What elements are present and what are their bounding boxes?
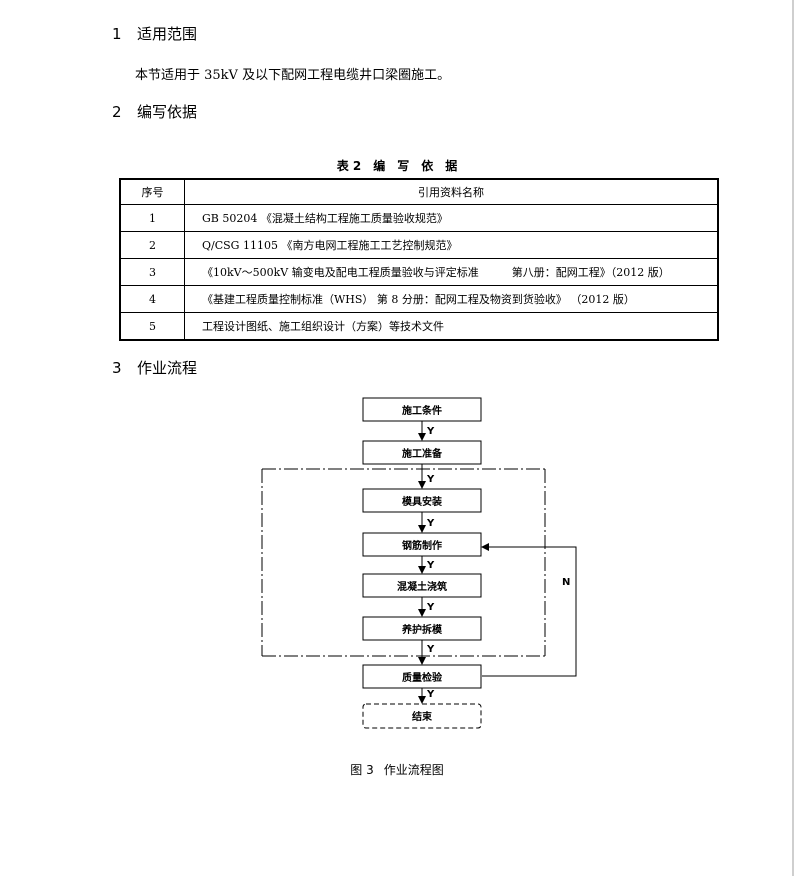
page-edge [792,0,794,876]
yes-label: Y [426,689,435,700]
node-label: 模具安装 [402,495,442,508]
node-label: 施工条件 [402,404,442,417]
flow-node-preparation: 施工准备 [362,440,482,465]
yes-label: Y [426,474,435,485]
loop-frame [261,468,546,657]
table-row: 1 GB 50204 《混凝土结构工程施工质量验收规范》 [119,204,719,232]
figure-title: 作业流程图 [383,763,444,777]
section-title: 适用范围 [137,25,198,43]
node-label: 混凝土浇筑 [397,580,447,593]
table-row: 2 Q/CSG 11105 《南方电网工程施工工艺控制规范》 [119,231,719,259]
node-label: 钢筋制作 [402,539,442,552]
figure-caption: 图 3 作业流程图 [0,761,794,778]
reference-table: 序号 引用资料名称 1 GB 50204 《混凝土结构工程施工质量验收规范》 2… [119,178,719,341]
yes-label: Y [426,602,435,613]
table-caption: 表 2 编 写 依 据 [336,159,458,173]
flow-node-end: 结束 [362,703,482,729]
flow-node-formwork: 模具安装 [362,488,482,513]
table-row: 3 《10kV～500kV 输变电及配电工程质量验收与评定标准 第八册：配网工程… [119,258,719,286]
node-label: 结束 [412,710,433,723]
row-no: 3 [119,258,185,286]
table-header-row: 序号 引用资料名称 [119,178,719,205]
flow-node-curing: 养护拆模 [362,616,482,641]
flow-node-concrete: 混凝土浇筑 [362,573,482,598]
node-label: 养护拆模 [401,623,443,636]
section-title: 作业流程 [137,359,198,377]
yes-labels: Y Y Y Y Y Y Y [426,426,435,700]
yes-label: Y [426,518,435,529]
node-label: 质量检验 [402,671,443,684]
figure-number: 图 3 [350,763,374,777]
row-name: 《基建工程质量控制标准（WHS） 第 8 分册：配网工程及物资到货验收》 （20… [184,285,719,313]
yes-label: Y [426,426,435,437]
row-name: 工程设计图纸、施工组织设计（方案）等技术文件 [184,312,719,341]
section-heading-1: 1 适用范围 [112,23,197,44]
yes-label: Y [426,560,435,571]
row-no: 5 [119,312,185,341]
node-label: 施工准备 [402,447,443,460]
feedback-arrow [481,543,577,677]
section-heading-2: 2 编写依据 [112,101,197,122]
flow-node-rebar: 钢筋制作 [362,532,482,557]
scope-paragraph: 本节适用于 35kV 及以下配网工程电缆井口梁圈施工。 [135,68,451,83]
no-label: N [562,577,570,588]
section-title: 编写依据 [137,103,198,121]
section-number: 1 [112,25,122,43]
table-row: 5 工程设计图纸、施工组织设计（方案）等技术文件 [119,312,719,341]
header-name: 引用资料名称 [184,178,719,205]
flow-node-inspection: 质量检验 [362,664,482,689]
row-name: Q/CSG 11105 《南方电网工程施工工艺控制规范》 [184,231,719,259]
row-no: 4 [119,285,185,313]
section-number: 3 [112,359,122,377]
header-no: 序号 [119,178,185,205]
section-number: 2 [112,103,122,121]
table-row: 4 《基建工程质量控制标准（WHS） 第 8 分册：配网工程及物资到货验收》 （… [119,285,719,313]
flow-node-site-conditions: 施工条件 [362,397,482,422]
section-heading-3: 3 作业流程 [112,357,197,378]
yes-label: Y [426,644,435,655]
